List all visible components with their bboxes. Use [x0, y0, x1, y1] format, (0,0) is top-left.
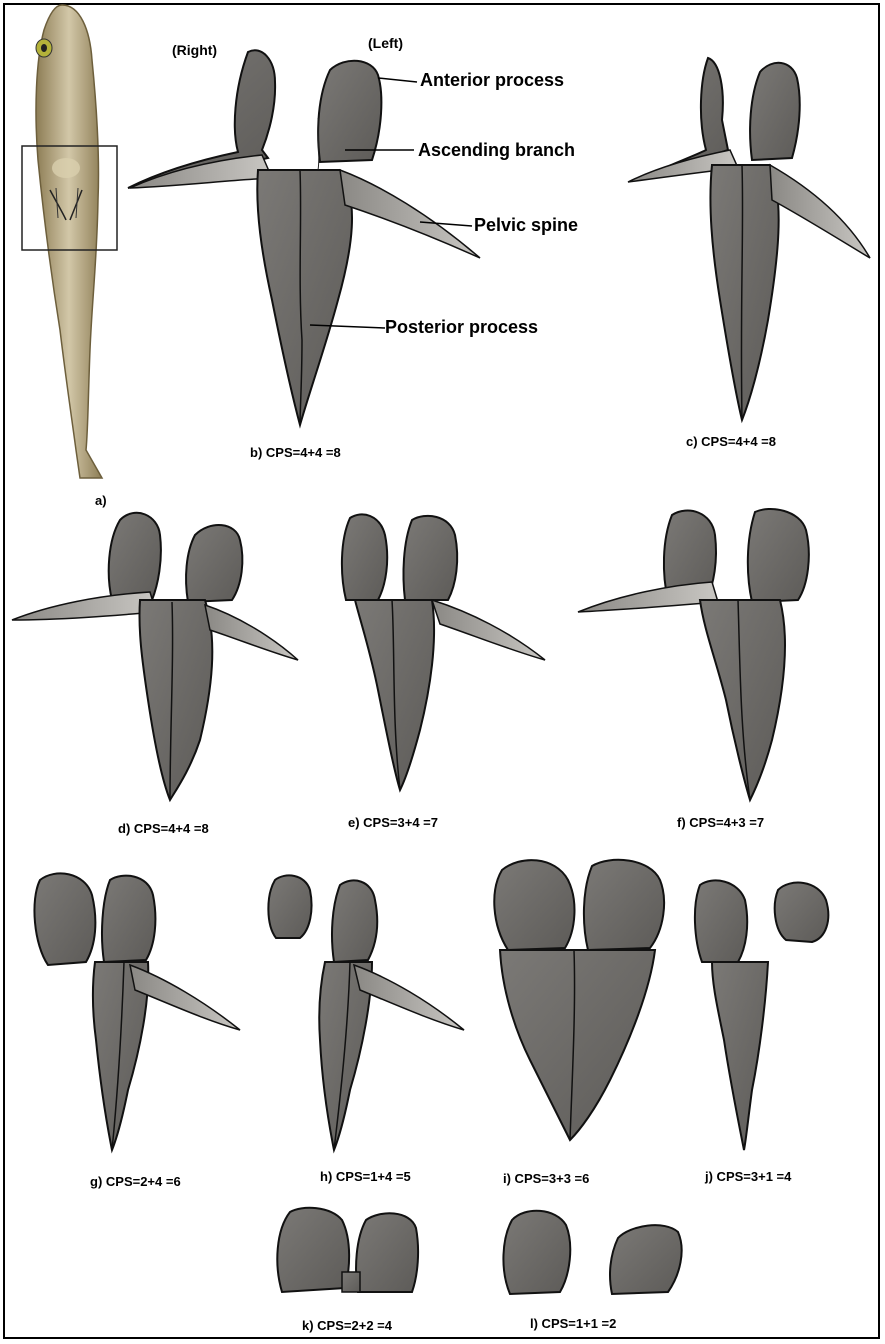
- caption-c: c) CPS=4+4 =8: [686, 434, 776, 449]
- caption-j: j) CPS=3+1 =4: [705, 1169, 791, 1184]
- annotation-anterior-process: Anterior process: [420, 70, 564, 91]
- caption-k: k) CPS=2+2 =4: [302, 1318, 392, 1333]
- left-side-label: (Left): [368, 35, 403, 51]
- right-side-label: (Right): [172, 42, 217, 58]
- pelvic-girdle-c: [628, 58, 870, 420]
- caption-l: l) CPS=1+1 =2: [530, 1316, 616, 1331]
- caption-e: e) CPS=3+4 =7: [348, 815, 438, 830]
- caption-f: f) CPS=4+3 =7: [677, 815, 764, 830]
- caption-d: d) CPS=4+4 =8: [118, 821, 209, 836]
- fish-specimen-photo: [22, 5, 117, 478]
- caption-g: g) CPS=2+4 =6: [90, 1174, 181, 1189]
- annotation-posterior-process: Posterior process: [385, 317, 538, 338]
- caption-h: h) CPS=1+4 =5: [320, 1169, 411, 1184]
- pelvic-girdle-i: [494, 860, 664, 1140]
- pelvic-girdle-l: [503, 1211, 681, 1294]
- pelvic-girdle-e: [342, 514, 545, 790]
- pelvic-girdle-b: [128, 50, 480, 425]
- annotation-ascending-branch: Ascending branch: [418, 140, 575, 161]
- caption-b: b) CPS=4+4 =8: [250, 445, 341, 460]
- pelvic-girdle-g: [34, 873, 240, 1150]
- pelvic-girdle-k: [277, 1208, 418, 1292]
- pelvic-girdle-j: [695, 880, 828, 1150]
- caption-a: a): [95, 493, 107, 508]
- caption-i: i) CPS=3+3 =6: [503, 1171, 589, 1186]
- pelvic-girdle-f: [578, 509, 809, 800]
- pelvic-girdle-d: [12, 513, 298, 800]
- annotation-pelvic-spine: Pelvic spine: [474, 215, 578, 236]
- pelvic-girdle-h: [268, 875, 464, 1150]
